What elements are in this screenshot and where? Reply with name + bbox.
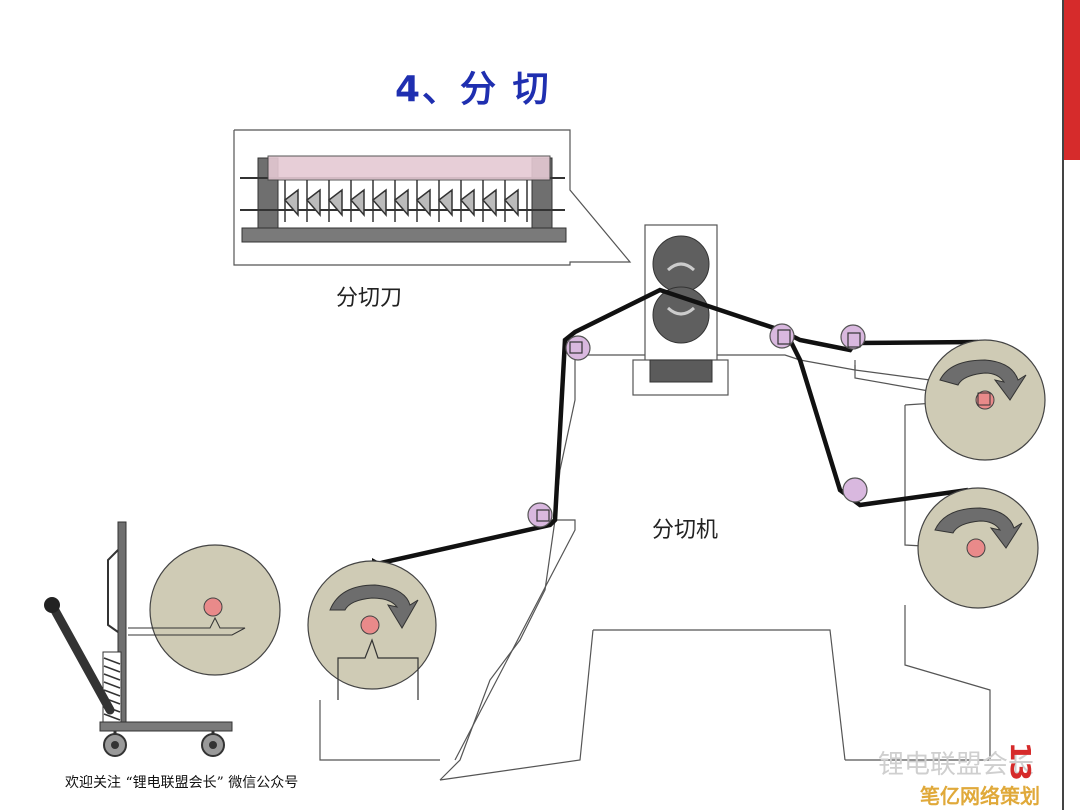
guide-rollers bbox=[527, 323, 868, 528]
footer-text: 欢迎关注 “锂电联盟会长” 微信公众号 bbox=[65, 775, 299, 791]
knife-callout bbox=[233, 129, 632, 266]
roll-cart bbox=[44, 521, 281, 757]
slide-title: 4、分 切 bbox=[395, 69, 551, 110]
web-path-lower bbox=[787, 338, 969, 508]
rewind-roll-lower bbox=[917, 487, 1039, 609]
rewind-roll-upper bbox=[924, 339, 1046, 461]
unwind-roll bbox=[307, 560, 437, 700]
accent-bar bbox=[1064, 0, 1080, 160]
watermark: 锂电联盟会长 bbox=[878, 750, 1035, 780]
machine-label: 分切机 bbox=[652, 518, 719, 543]
knife-label: 分切刀 bbox=[336, 286, 403, 311]
machine-frame bbox=[319, 348, 991, 781]
page-number: 13 bbox=[1004, 742, 1037, 781]
watermark-brand: 笔亿网络策划 bbox=[920, 784, 1040, 808]
